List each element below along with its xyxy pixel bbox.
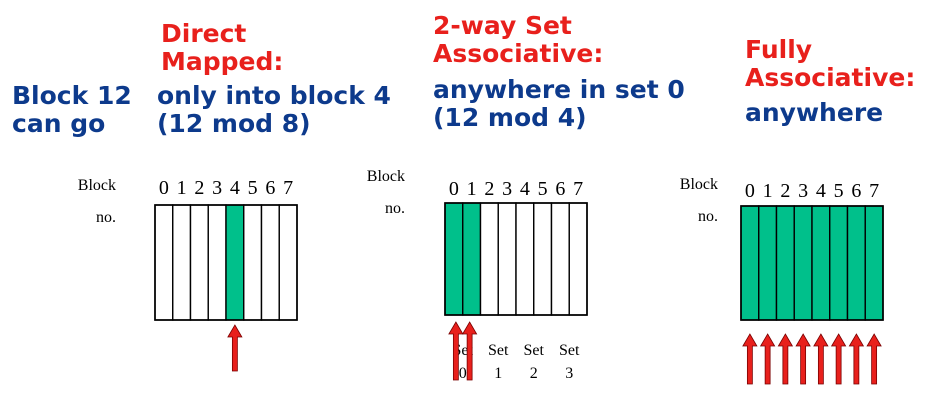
block-number-label: 4	[230, 177, 240, 199]
red-arrow	[813, 333, 829, 385]
block-number-label: 7	[573, 178, 583, 200]
heading-line: Block 12	[12, 81, 132, 110]
cache-outline	[740, 205, 884, 321]
cache-block	[515, 202, 535, 316]
block-label: Block	[78, 177, 116, 194]
block-number-label: 2	[780, 180, 790, 202]
block-number-label: 4	[816, 180, 826, 202]
cache-block	[260, 204, 280, 321]
heading-line: Associative:	[745, 63, 916, 92]
red-arrow	[759, 333, 776, 385]
heading-line: 2-way Set	[433, 11, 572, 40]
direct-mapped-title: Direct Mapped:	[161, 20, 283, 76]
set-label: 2	[530, 365, 538, 382]
set-label: 3	[565, 365, 573, 382]
block-number-label: 4	[520, 178, 530, 200]
set-label: Set	[524, 342, 545, 359]
heading-line: Associative:	[433, 39, 604, 68]
red-arrow	[866, 333, 882, 385]
red-arrow	[777, 333, 794, 385]
heading-line: Direct	[161, 19, 247, 48]
block-number-label: 1	[763, 180, 773, 202]
block-number-label: 7	[283, 177, 293, 199]
heading-line: can go	[12, 109, 106, 138]
cache-block-filled	[225, 204, 245, 321]
heading-line: (12 mod 4)	[433, 103, 587, 132]
cache-block	[479, 202, 499, 316]
cache-block-filled	[740, 205, 760, 321]
cache-block	[533, 202, 553, 316]
cache-block	[189, 204, 209, 321]
block-number-label: 1	[467, 178, 477, 200]
block-number-label: 5	[834, 180, 844, 202]
red-arrow	[795, 333, 811, 385]
cache-block	[243, 204, 263, 321]
block-label: no.	[385, 200, 405, 217]
block-label: no.	[96, 209, 116, 226]
cache-block-filled	[846, 205, 866, 321]
block-number-label: 3	[798, 180, 808, 202]
block-number-label: 2	[484, 178, 494, 200]
red-arrow	[742, 333, 758, 385]
cache-block	[172, 204, 192, 321]
fully-associative-description: anywhere	[745, 99, 883, 127]
cache-block	[550, 202, 570, 316]
block-12-heading: Block 12 can go	[12, 82, 132, 138]
fully-associative-title: Fully Associative:	[745, 36, 915, 92]
block-number-label: 6	[555, 178, 565, 200]
block-label: Block	[367, 168, 405, 185]
cache-block-filled	[864, 205, 884, 321]
cache-outline	[154, 204, 298, 321]
red-arrow	[848, 333, 865, 385]
block-label: Block	[680, 176, 718, 193]
block-number-label: 6	[265, 177, 275, 199]
block-number-label: 0	[449, 178, 459, 200]
cache-block-filled	[758, 205, 778, 321]
block-number-label: 0	[745, 180, 755, 202]
set-associative-title: 2-way Set Associative:	[433, 12, 603, 68]
block-label: no.	[698, 208, 718, 225]
block-number-label: 3	[502, 178, 512, 200]
block-number-label: 3	[212, 177, 222, 199]
direct-mapped-description: only into block 4 (12 mod 8)	[157, 82, 391, 138]
red-arrow	[448, 321, 464, 381]
block-number-label: 0	[159, 177, 169, 199]
cache-block	[154, 204, 174, 321]
cache-block-filled	[444, 202, 464, 316]
cache-block	[568, 202, 588, 316]
cache-block-filled	[829, 205, 849, 321]
cache-block	[497, 202, 517, 316]
block-number-label: 2	[194, 177, 204, 199]
cache-block-filled	[775, 205, 795, 321]
cache-block	[207, 204, 227, 321]
cache-block-filled	[793, 205, 813, 321]
heading-line: Fully	[745, 35, 813, 64]
block-number-label: 5	[248, 177, 258, 199]
set-label: Set	[559, 342, 580, 359]
red-arrow	[830, 333, 847, 385]
heading-line: (12 mod 8)	[157, 109, 311, 138]
set-label: 0	[459, 365, 467, 382]
set-associative-description: anywhere in set 0 (12 mod 4)	[433, 76, 685, 132]
cache-block-filled	[811, 205, 831, 321]
heading-line: Mapped:	[161, 47, 284, 76]
block-number-label: 6	[851, 180, 861, 202]
set-label: Set	[488, 342, 509, 359]
red-arrow	[227, 324, 243, 372]
cache-block-filled	[462, 202, 482, 316]
block-number-label: 5	[538, 178, 548, 200]
heading-line: anywhere in set 0	[433, 75, 685, 104]
red-arrow	[461, 321, 478, 381]
block-number-label: 7	[869, 180, 879, 202]
set-label: 1	[494, 365, 502, 382]
cache-block	[278, 204, 298, 321]
heading-line: anywhere	[745, 98, 884, 127]
cache-outline	[444, 202, 588, 316]
block-number-label: 1	[177, 177, 187, 199]
heading-line: only into block 4	[157, 81, 391, 110]
